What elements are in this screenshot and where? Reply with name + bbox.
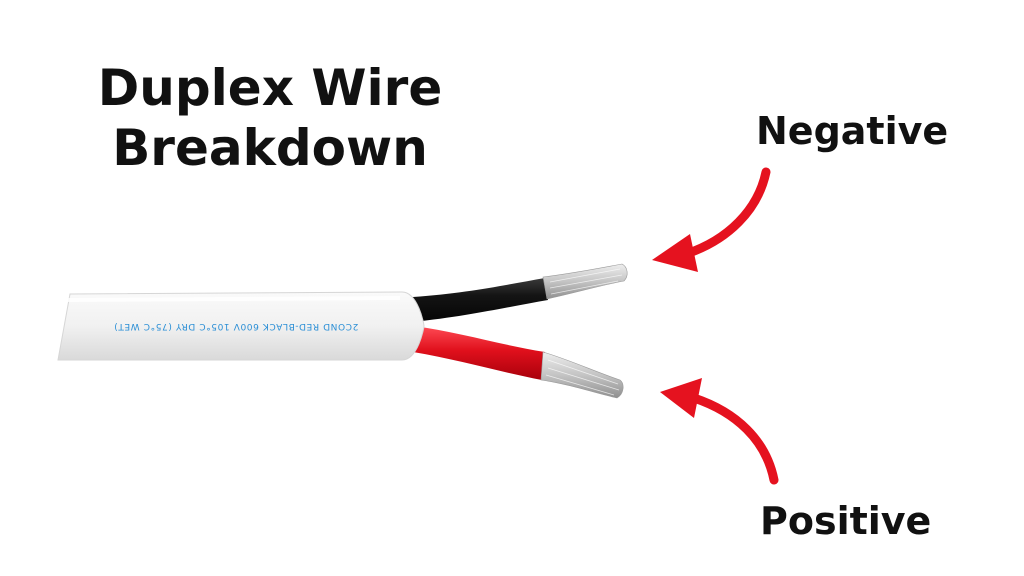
black-conductor	[405, 263, 628, 322]
red-conductor	[405, 326, 624, 399]
title-line-1: Duplex Wire	[97, 59, 443, 117]
black-insulation	[405, 278, 548, 322]
negative-label: Negative	[756, 109, 949, 153]
positive-label: Positive	[760, 499, 932, 543]
jacket-printing: 2COND RED-BLACK 600V 105°C DRY (75°C WET…	[114, 321, 359, 331]
outer-jacket: 2COND RED-BLACK 600V 105°C DRY (75°C WET…	[57, 291, 425, 361]
curved-arrow-icon	[652, 167, 771, 272]
diagram-title: Duplex Wire Breakdown	[60, 58, 480, 178]
red-bare-strands	[540, 351, 624, 399]
curved-arrow-icon	[660, 378, 779, 485]
title-line-2: Breakdown	[112, 119, 428, 177]
red-insulation	[405, 326, 545, 380]
